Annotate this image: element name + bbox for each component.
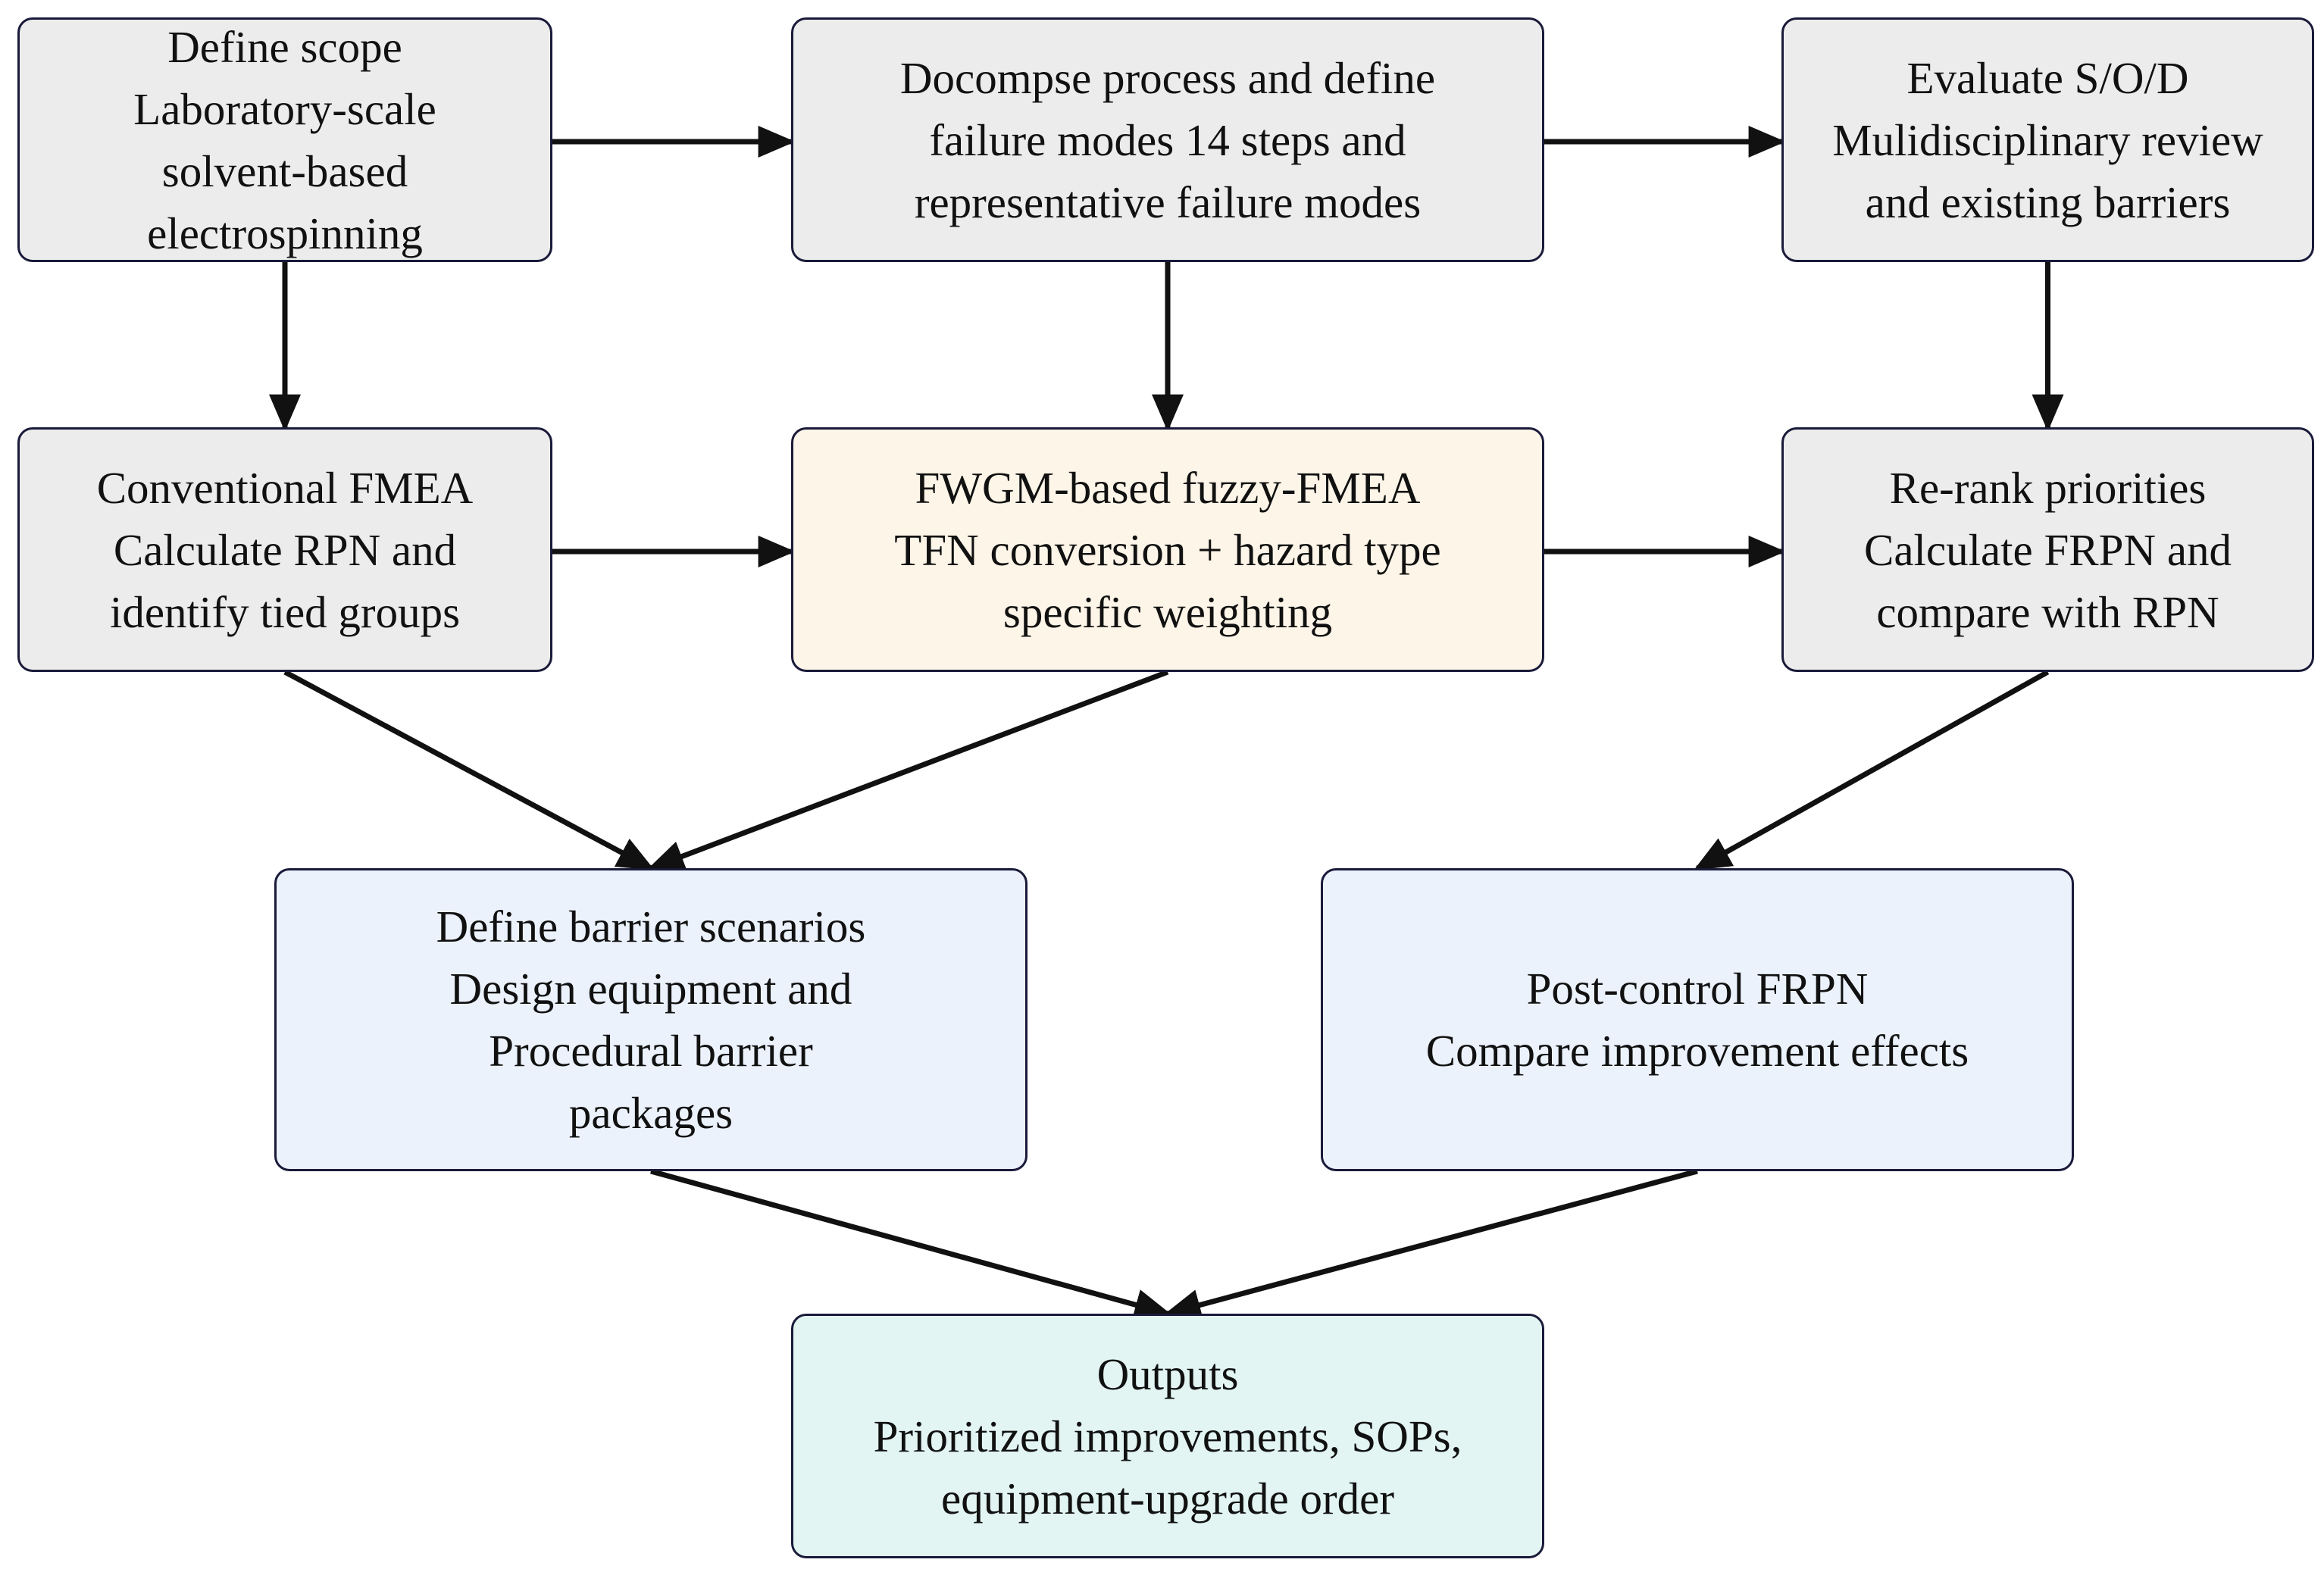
node-rerank-priorities: Re-rank priorities Calculate FRPN and co… bbox=[1781, 427, 2314, 672]
node-rerank-priorities-line-3: compare with RPN bbox=[1876, 586, 2219, 637]
node-fuzzy-fmea-line-1: FWGM-based fuzzy-FMEA bbox=[915, 462, 1421, 513]
node-barrier-scenarios-line-2: Design equipment and bbox=[449, 964, 852, 1014]
node-define-scope-line-2: Laboratory-scale bbox=[133, 83, 436, 134]
node-barrier-scenarios-line-4: packages bbox=[568, 1088, 733, 1138]
node-decompose-process-line-2: failure modes 14 steps and bbox=[929, 114, 1406, 165]
node-define-scope-line-4: electrospinning bbox=[147, 208, 423, 258]
arrow-post-to-outputs bbox=[1163, 1168, 1698, 1321]
node-evaluate-sod-line-1: Evaluate S/O/D bbox=[1906, 52, 2189, 103]
node-post-control-frpn-line-2: Compare improvement effects bbox=[1425, 1026, 1969, 1076]
node-evaluate-sod: Evaluate S/O/D Mulidisciplinary review a… bbox=[1781, 17, 2314, 262]
node-fuzzy-fmea-line-3: specific weighting bbox=[1002, 586, 1333, 637]
arrow-fmea-to-barrier bbox=[283, 669, 655, 871]
node-outputs-line-1: Outputs bbox=[1096, 1349, 1239, 1399]
node-post-control-frpn-line-1: Post-control FRPN bbox=[1526, 964, 1869, 1014]
node-outputs-line-2: Prioritized improvements, SOPs, bbox=[873, 1411, 1462, 1461]
node-conventional-fmea: Conventional FMEA Calculate RPN and iden… bbox=[17, 427, 552, 672]
arrow-barrier-to-outputs bbox=[650, 1168, 1172, 1320]
node-conventional-fmea-line-3: identify tied groups bbox=[109, 586, 461, 637]
node-fuzzy-fmea: FWGM-based fuzzy-FMEA TFN conversion + h… bbox=[791, 427, 1544, 672]
arrow-fuzzy-to-barrier bbox=[646, 669, 1169, 872]
node-evaluate-sod-line-3: and existing barriers bbox=[1865, 177, 2231, 227]
node-define-scope-line-1: Define scope bbox=[167, 21, 402, 72]
node-barrier-scenarios: Define barrier scenarios Design equipmen… bbox=[274, 868, 1028, 1171]
node-evaluate-sod-line-2: Mulidisciplinary review bbox=[1832, 114, 2263, 165]
node-define-scope-line-3: solvent-based bbox=[161, 145, 408, 196]
arrow-rerank-to-post bbox=[1694, 669, 2050, 871]
node-decompose-process: Docompse process and define failure mode… bbox=[791, 17, 1544, 262]
node-decompose-process-line-3: representative failure modes bbox=[914, 177, 1422, 227]
node-outputs: Outputs Prioritized improvements, SOPs, … bbox=[791, 1314, 1544, 1558]
node-decompose-process-line-1: Docompse process and define bbox=[899, 52, 1436, 103]
node-define-scope: Define scope Laboratory-scale solvent-ba… bbox=[17, 17, 552, 262]
node-rerank-priorities-line-2: Calculate FRPN and bbox=[1863, 524, 2232, 575]
node-fuzzy-fmea-line-2: TFN conversion + hazard type bbox=[894, 524, 1441, 575]
node-conventional-fmea-line-1: Conventional FMEA bbox=[96, 462, 474, 513]
node-barrier-scenarios-line-3: Procedural barrier bbox=[489, 1026, 813, 1076]
node-barrier-scenarios-line-1: Define barrier scenarios bbox=[436, 902, 866, 952]
node-outputs-line-3: equipment-upgrade order bbox=[941, 1473, 1394, 1524]
node-post-control-frpn: Post-control FRPN Compare improvement ef… bbox=[1321, 868, 2074, 1171]
node-conventional-fmea-line-2: Calculate RPN and bbox=[113, 524, 457, 575]
node-rerank-priorities-line-1: Re-rank priorities bbox=[1889, 462, 2207, 513]
